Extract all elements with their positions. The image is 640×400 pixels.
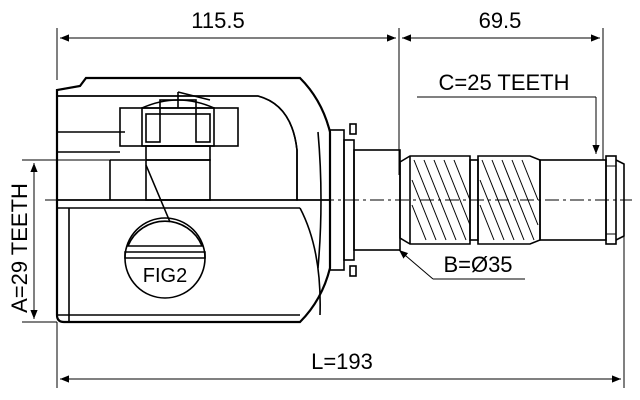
shaft-teeth-callout: C=25 TEETH <box>417 70 600 154</box>
splined-shaft <box>399 155 625 245</box>
total-length-label: L=193 <box>311 349 373 374</box>
shaft-diameter-label: B=Ø35 <box>443 252 512 277</box>
shaft-diameter-callout: B=Ø35 <box>398 249 525 280</box>
tripod-roller <box>119 91 239 201</box>
housing-teeth-dimension: A=29 TEETH <box>7 159 118 323</box>
housing-length-label: 115.5 <box>191 8 244 33</box>
fig2-detail: FIG2 <box>124 164 206 299</box>
top-dimensions: 115.5 69.5 <box>56 8 604 175</box>
total-length-dimension: L=193 <box>56 205 625 388</box>
fig2-label: FIG2 <box>143 265 187 287</box>
shaft-length-label: 69.5 <box>479 8 522 33</box>
housing-teeth-label: A=29 TEETH <box>7 183 32 313</box>
shaft-teeth-label: C=25 TEETH <box>438 70 569 95</box>
